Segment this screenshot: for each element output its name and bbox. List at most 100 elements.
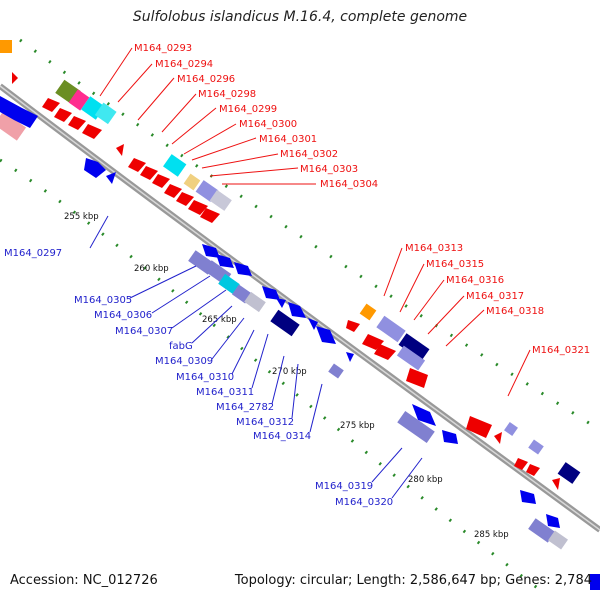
gene-arrow[interactable]: [308, 318, 318, 330]
kbp-label: 270 kbp: [272, 367, 307, 377]
gene-arrow[interactable]: [276, 298, 286, 308]
gene-block[interactable]: [396, 345, 426, 371]
gene-arrow[interactable]: [234, 262, 252, 276]
gene-label[interactable]: M164_0318: [486, 306, 544, 317]
gene-label[interactable]: M164_0301: [259, 134, 317, 145]
gene-arrow[interactable]: [12, 72, 18, 84]
gene-arrow[interactable]: [128, 158, 146, 172]
gene-arrow[interactable]: [520, 490, 536, 504]
gene-arrow[interactable]: [546, 514, 560, 528]
gene-arrow[interactable]: [288, 302, 306, 318]
gene-block[interactable]: [548, 530, 568, 550]
gene-arrow[interactable]: [82, 124, 102, 139]
gene-arrow[interactable]: [116, 144, 124, 156]
gene-arrow[interactable]: [346, 320, 360, 332]
gene-block[interactable]: [359, 303, 377, 321]
gene-arrow[interactable]: [412, 404, 436, 426]
gene-block[interactable]: [68, 89, 90, 111]
kbp-label: 280 kbp: [408, 475, 443, 485]
gene-arrow[interactable]: [362, 334, 384, 350]
gene-block[interactable]: [0, 40, 12, 53]
gene-arrow[interactable]: [84, 158, 106, 178]
gene-arrow[interactable]: [346, 352, 354, 362]
gene-block[interactable]: [328, 363, 344, 379]
gene-block[interactable]: [528, 439, 544, 455]
gene-arrow[interactable]: [54, 108, 72, 122]
gene-label[interactable]: M164_0313: [405, 243, 463, 254]
kbp-label: 260 kbp: [134, 264, 169, 274]
kbp-label: 285 kbp: [474, 530, 509, 540]
gene-label[interactable]: M164_0321: [532, 345, 590, 356]
gene-arrow[interactable]: [494, 432, 502, 444]
gene-arrow[interactable]: [406, 368, 428, 388]
gene-arrow[interactable]: [262, 286, 280, 300]
gene-block[interactable]: [244, 291, 266, 313]
gene-block[interactable]: [0, 111, 27, 141]
gene-block[interactable]: [270, 309, 300, 337]
gene-label[interactable]: M164_0317: [466, 291, 524, 302]
gene-arrow[interactable]: [0, 96, 38, 128]
gene-label[interactable]: M164_0312: [236, 417, 294, 428]
gene-arrow[interactable]: [514, 458, 528, 470]
gene-label[interactable]: M164_0302: [280, 149, 338, 160]
gene-label[interactable]: M164_0297: [4, 248, 62, 259]
gene-label[interactable]: M164_0320: [335, 497, 393, 508]
inner-tick-track: [0, 158, 541, 592]
gene-arrow[interactable]: [140, 166, 158, 180]
gene-block[interactable]: [183, 173, 201, 191]
gene-arrow[interactable]: [216, 254, 234, 268]
gene-arrow[interactable]: [188, 200, 208, 215]
gene-label[interactable]: M164_0310: [176, 372, 234, 383]
gene-arrow[interactable]: [106, 172, 116, 184]
gene-block[interactable]: [557, 462, 581, 484]
gene-block[interactable]: [163, 154, 187, 177]
gene-block[interactable]: [398, 333, 430, 361]
gene-block[interactable]: [94, 102, 117, 125]
gene-arrow[interactable]: [42, 98, 60, 112]
gene-label[interactable]: M164_0304: [320, 179, 378, 190]
reverse-gene-labels: [89, 215, 423, 499]
gene-label[interactable]: M164_2782: [216, 402, 274, 413]
gene-label[interactable]: M164_0306: [94, 310, 152, 321]
gene-arrow[interactable]: [374, 344, 396, 360]
gene-block[interactable]: [590, 574, 600, 590]
gene-label[interactable]: M164_0303: [300, 164, 358, 175]
gene-label[interactable]: M164_0299: [219, 104, 277, 115]
gene-label[interactable]: M164_0294: [155, 59, 213, 70]
gene-label[interactable]: M164_0296: [177, 74, 235, 85]
gene-label[interactable]: M164_0316: [446, 275, 504, 286]
gene-arrow[interactable]: [316, 326, 336, 344]
gene-block[interactable]: [397, 410, 435, 444]
gene-arrow[interactable]: [176, 192, 194, 206]
gene-block[interactable]: [209, 189, 232, 211]
gene-arrow[interactable]: [68, 116, 86, 130]
gene-arrow[interactable]: [200, 208, 220, 223]
forward-gene-track: [0, 40, 581, 490]
gene-label[interactable]: M164_0309: [155, 356, 213, 367]
gene-label[interactable]: M164_0300: [239, 119, 297, 130]
gene-block[interactable]: [528, 518, 556, 543]
gene-arrow[interactable]: [164, 184, 182, 198]
gene-label[interactable]: M164_0315: [426, 259, 484, 270]
gene-label[interactable]: M164_0307: [115, 326, 173, 337]
gene-label[interactable]: fabG: [169, 341, 193, 352]
gene-block[interactable]: [376, 315, 406, 343]
gene-arrow[interactable]: [202, 244, 220, 258]
gene-arrow[interactable]: [152, 174, 170, 188]
gene-arrow[interactable]: [442, 430, 458, 444]
gene-block[interactable]: [218, 273, 240, 295]
gene-label[interactable]: M164_0305: [74, 295, 132, 306]
gene-label[interactable]: M164_0298: [198, 89, 256, 100]
genome-summary: Topology: circular; Length: 2,586,647 bp…: [234, 573, 592, 588]
gene-arrow[interactable]: [526, 464, 540, 476]
gene-label[interactable]: M164_0311: [196, 387, 254, 398]
gene-arrow[interactable]: [466, 416, 492, 438]
gene-block[interactable]: [504, 422, 518, 436]
gene-label[interactable]: M164_0319: [315, 481, 373, 492]
outer-tick-track: [19, 38, 600, 432]
gene-arrow[interactable]: [552, 478, 560, 490]
gene-label[interactable]: M164_0314: [253, 431, 311, 442]
gene-label[interactable]: M164_0293: [134, 43, 192, 54]
map-title: Sulfolobus islandicus M.16.4, complete g…: [132, 9, 468, 25]
